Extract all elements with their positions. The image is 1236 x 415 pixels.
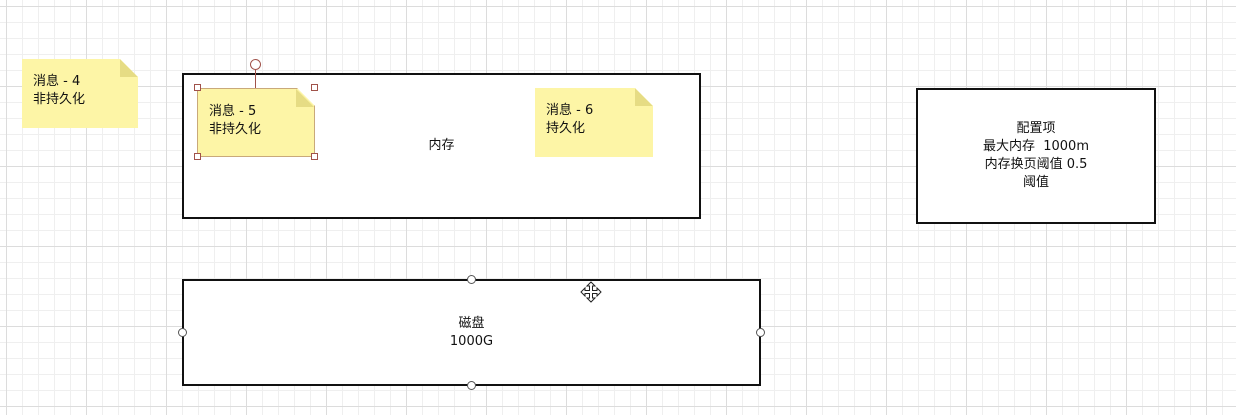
note-fold-corner <box>120 59 138 77</box>
note-status: 非持久化 <box>209 122 262 137</box>
config-title: 配置项 <box>1016 121 1056 136</box>
config-max-memory: 最大内存 1000m <box>982 139 1089 154</box>
connection-point-right[interactable] <box>756 328 765 337</box>
resize-handle-top-right[interactable] <box>311 84 318 91</box>
note-title: 消息 - 6 <box>546 103 594 118</box>
connection-point-top[interactable] <box>467 275 476 284</box>
connection-point-left[interactable] <box>178 328 187 337</box>
note-title: 消息 - 5 <box>209 104 257 119</box>
sticky-note-message-6[interactable]: 消息 - 6 持久化 <box>535 88 653 157</box>
rotate-handle[interactable] <box>250 59 261 70</box>
note-title: 消息 - 4 <box>33 74 81 89</box>
note-status: 持久化 <box>546 121 586 136</box>
disk-label: 磁盘 <box>458 315 485 331</box>
sticky-note-message-4[interactable]: 消息 - 4 非持久化 <box>22 59 138 128</box>
rotate-stem <box>255 69 256 88</box>
memory-label: 内存 <box>428 138 455 153</box>
resize-handle-top-left[interactable] <box>194 84 201 91</box>
connection-point-bottom[interactable] <box>467 381 476 390</box>
config-threshold: 阈值 <box>1022 175 1049 190</box>
disk-box[interactable]: 磁盘 1000G <box>182 279 761 386</box>
config-box[interactable]: 配置项 最大内存 1000m 内存换页阈值 0.5 阈值 <box>916 88 1156 224</box>
resize-handle-bottom-left[interactable] <box>194 153 201 160</box>
disk-size: 1000G <box>449 333 494 349</box>
move-cursor-icon <box>580 281 602 303</box>
note-status: 非持久化 <box>33 92 86 107</box>
config-paging-threshold: 内存换页阈值 0.5 <box>984 157 1088 172</box>
resize-handle-bottom-right[interactable] <box>311 153 318 160</box>
sticky-note-message-5[interactable]: 消息 - 5 非持久化 <box>197 88 315 157</box>
